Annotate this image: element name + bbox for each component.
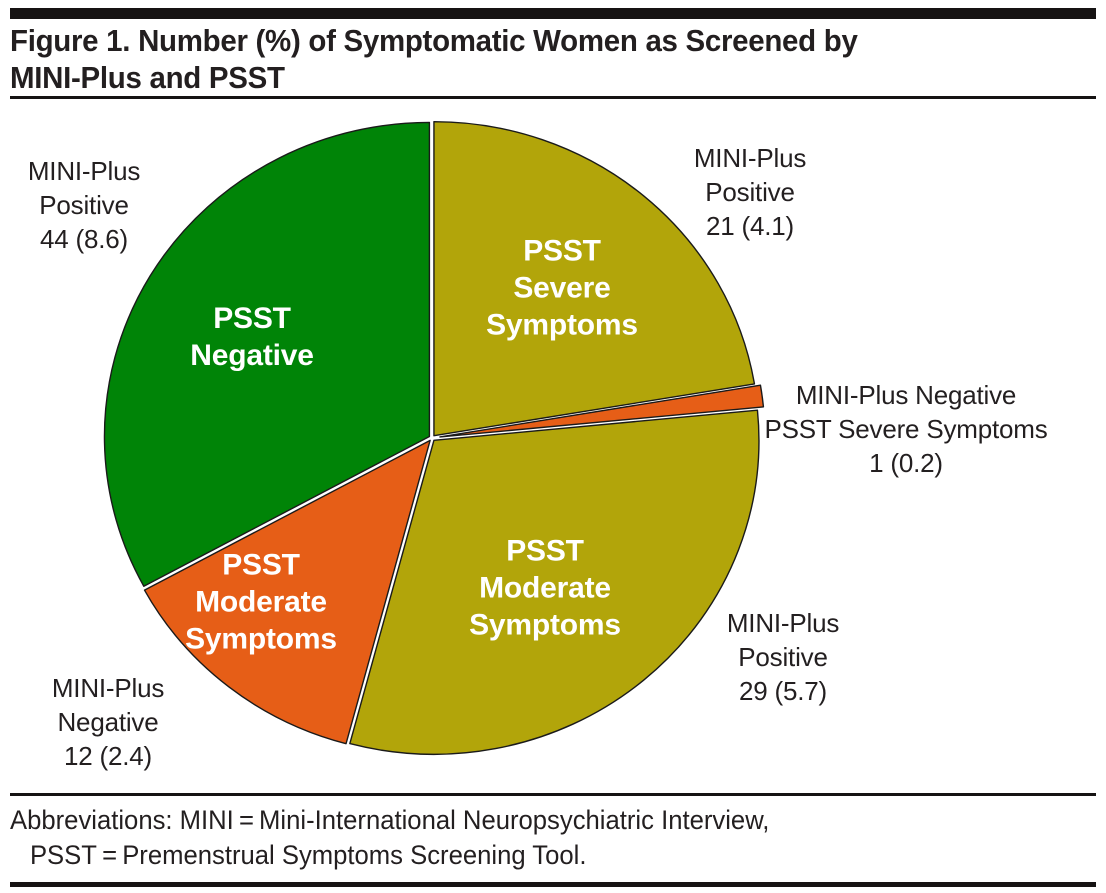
callout-line: 1 (0.2) (869, 448, 943, 478)
slice-label-line: Negative (190, 339, 314, 372)
callout-mini-positive-29: MINI-Plus Positive 29 (5.7) (726, 606, 840, 708)
slice-label-psst-severe: PSST Severe Symptoms (486, 233, 638, 344)
slice-label-line: PSST (523, 234, 601, 268)
callout-line: 29 (5.7) (738, 676, 828, 706)
callout-line: Positive (705, 177, 795, 207)
pie-slice-psst-severe-mini-plus-positive (433, 121, 756, 437)
abbreviations-line2: PSST = Premenstrual Symptoms Screening T… (29, 840, 587, 870)
title-rule-thin (10, 96, 1096, 99)
slice-label-line: Symptoms (185, 622, 337, 656)
slice-label-line: Symptoms (469, 608, 621, 642)
slice-label-line: Severe (513, 271, 611, 305)
slice-label-line: PSST (506, 534, 584, 568)
callout-line: Positive (738, 642, 828, 672)
slice-label-psst-moderate-negative: PSST Moderate Symptoms (185, 547, 337, 658)
pie-slice-psst-severe-mini-plus-negative (439, 384, 765, 438)
callout-mini-negative-12: MINI-Plus Negative 12 (2.4) (51, 671, 165, 773)
figure-title-line2: MINI-Plus and PSST (10, 60, 285, 95)
figure-title: Figure 1. Number (%) of Symptomatic Wome… (10, 22, 1046, 96)
footnote-rule-thin (10, 793, 1096, 796)
callout-line: Negative (57, 707, 159, 737)
callout-line: MINI-Plus Negative (795, 380, 1017, 410)
slice-label-line: Moderate (479, 571, 611, 605)
slice-label-psst-negative: PSST Negative (190, 300, 314, 374)
top-rule-thick (10, 8, 1096, 19)
bottom-rule-thick (10, 882, 1096, 887)
slice-label-line: Moderate (195, 585, 327, 619)
callout-line: MINI-Plus (726, 608, 840, 638)
callout-mini-positive-21: MINI-Plus Positive 21 (4.1) (693, 141, 807, 243)
slice-label-psst-moderate-positive: PSST Moderate Symptoms (469, 533, 621, 644)
callout-mini-positive-44: MINI-Plus Positive 44 (8.6) (27, 154, 141, 256)
callout-line: MINI-Plus (693, 143, 807, 173)
slice-label-line: Symptoms (486, 308, 638, 342)
callout-line: 44 (8.6) (39, 224, 129, 254)
callout-line: 21 (4.1) (705, 211, 795, 241)
callout-line: MINI-Plus (27, 156, 141, 186)
callout-line: 12 (2.4) (63, 741, 153, 771)
abbreviations-note: Abbreviations: MINI = Mini-International… (10, 803, 1046, 873)
pie-slice-psst-negative-mini-plus-positive (103, 121, 431, 587)
pie-slice-psst-moderate-mini-plus-positive (349, 409, 760, 755)
figure-title-line1: Figure 1. Number (%) of Symptomatic Wome… (10, 23, 858, 58)
slice-label-line: PSST (213, 302, 291, 335)
callout-mini-negative-1: MINI-Plus Negative PSST Severe Symptoms … (764, 378, 1047, 480)
abbreviations-line1: Abbreviations: MINI = Mini-International… (10, 805, 770, 835)
slice-label-line: PSST (222, 548, 300, 582)
callout-line: PSST Severe Symptoms (764, 414, 1048, 444)
callout-line: Positive (39, 190, 129, 220)
callout-line: MINI-Plus (51, 673, 165, 703)
pie-slice-psst-moderate-mini-plus-negative (143, 439, 431, 745)
